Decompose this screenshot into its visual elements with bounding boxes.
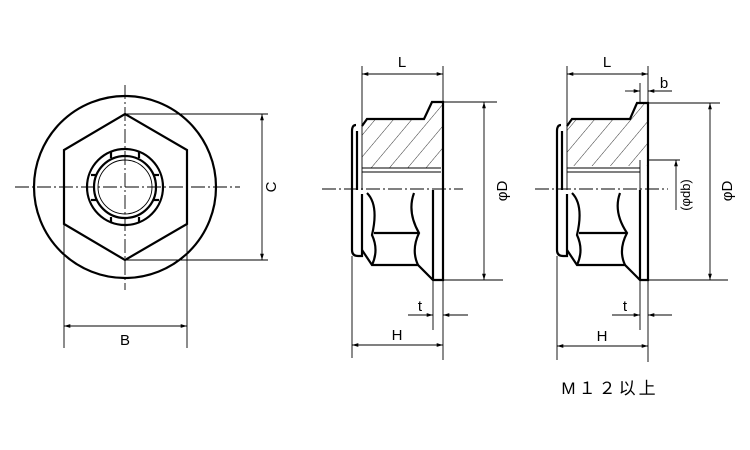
side-view-1: L φD t H (322, 54, 511, 360)
side-view-2: L b (φdb) φD t H M１２以上 (535, 54, 736, 398)
label-D: φD (494, 181, 511, 202)
thread-circle (97, 159, 153, 215)
label-L: L (603, 54, 611, 71)
label-L: L (398, 54, 406, 71)
label-db: (φdb) (678, 179, 693, 211)
insert-inner-circle (92, 154, 158, 220)
label-C: C (263, 181, 280, 192)
label-t: t (623, 298, 628, 315)
label-H: H (392, 327, 403, 344)
caption-m12: M１２以上 (561, 379, 658, 398)
label-t: t (418, 298, 423, 315)
label-B: B (120, 332, 130, 349)
label-b: b (660, 75, 668, 92)
label-D: φD (719, 181, 736, 202)
front-view: C B (15, 85, 280, 349)
insert-slots (91, 152, 159, 222)
flange-circle (32, 94, 218, 280)
label-H: H (597, 328, 608, 345)
insert-outer-circle (85, 147, 165, 227)
